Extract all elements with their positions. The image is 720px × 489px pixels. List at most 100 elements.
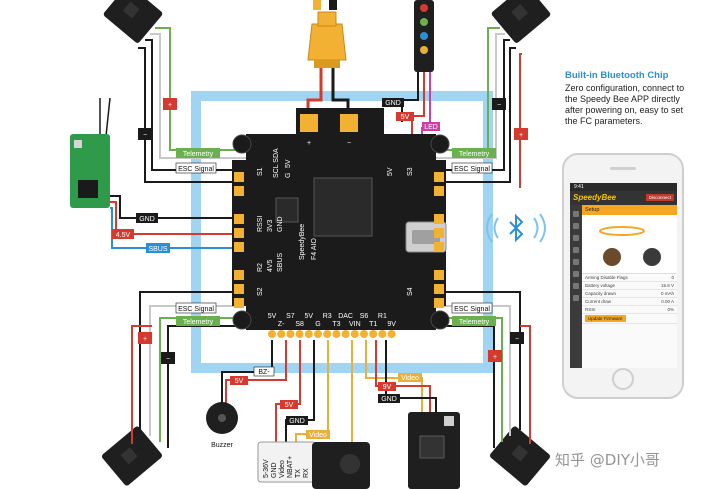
telemetry-label-right: Telemetry [459, 151, 490, 158]
minus-marker-tr [492, 98, 506, 110]
fc-pad-right [434, 214, 444, 224]
fc-pad-left [234, 186, 244, 196]
led-label-top: LED [424, 124, 438, 131]
camera [257, 441, 370, 489]
gnd-label-top: GND [385, 100, 401, 107]
fc-pad-left [234, 242, 244, 252]
frame-inner-outline [203, 103, 481, 361]
fc-header-pin [286, 330, 295, 338]
v5-tag-top [396, 112, 414, 121]
camera-pin-label: 5-36V [263, 459, 270, 478]
fc-header-pin [387, 330, 396, 338]
esc-signal-tag-br [451, 302, 493, 314]
minus-label-tl: − [143, 132, 147, 139]
fc-header-label: DAC [338, 313, 353, 320]
sidebar-icon[interactable] [573, 247, 579, 253]
fc-side-label: RSSI [257, 216, 264, 232]
fc-header-label: R3 [323, 313, 332, 320]
esc-signal-label-left: ESC Signal [178, 166, 214, 173]
telemetry-label-br: Telemetry [459, 319, 490, 326]
minus-marker-bl [161, 352, 175, 364]
attitude-graphic [599, 226, 661, 266]
status-row-key: RSSI [585, 307, 596, 312]
minus-marker-br [510, 332, 524, 344]
fc-header-label: 9V [387, 321, 396, 328]
video-label-vtx: Video [401, 375, 419, 382]
fc-header-pin [323, 330, 332, 338]
fc-header-pin [350, 330, 359, 338]
sidebar-icon[interactable] [573, 223, 579, 229]
phone-mockup: 9:41 SpeedyBee Disconnect Setup Arming D… [562, 153, 684, 399]
v5-tag-cam [280, 400, 298, 409]
fc-pad-left [234, 214, 244, 224]
home-button[interactable] [612, 368, 634, 390]
tab-setup[interactable]: Setup [582, 205, 677, 215]
sidebar-icon[interactable] [573, 211, 579, 217]
fc-side-label: GND [277, 216, 284, 232]
status-row-value: 0 mAh [660, 291, 674, 296]
disconnect-button[interactable]: Disconnect [645, 194, 674, 201]
fc-header-label: G [315, 321, 320, 328]
fc-pad-right [434, 270, 444, 280]
fc-pad-right [434, 284, 444, 294]
receiver-wires [110, 195, 238, 249]
watermark: 知乎 @DIY小哥 [555, 451, 660, 469]
fc-header-pin [295, 330, 304, 338]
esc-top-left [103, 0, 163, 43]
sidebar-icon[interactable] [573, 259, 579, 265]
sbus-label-left: SBUS [148, 246, 167, 253]
esc-signal-tag-left [175, 162, 217, 174]
status-row-key: Battery voltage [585, 283, 616, 288]
camera-pin-label: GND [271, 462, 278, 478]
battery-connector [307, 0, 347, 68]
gnd-label-left: GND [139, 216, 155, 223]
minus-label-bl: − [166, 356, 170, 363]
fc-pad-right [434, 172, 444, 182]
receiver-module [70, 97, 111, 208]
vtx-module [408, 412, 460, 489]
v45-tag-left [112, 229, 134, 239]
fc-header-pin [277, 330, 286, 338]
sidebar-icon[interactable] [573, 235, 579, 241]
phone-app-bar: SpeedyBee Disconnect [570, 191, 677, 205]
fc-header-label: S7 [286, 313, 295, 320]
video-tag-cam [306, 430, 330, 439]
plus-label-br: + [493, 354, 497, 361]
fc-side-label: 3V3 [267, 219, 274, 232]
flight-controller [232, 108, 450, 330]
telemetry-tag-left [176, 148, 220, 158]
esc-bottom-left [101, 426, 163, 486]
buzzer-label: Buzzer [211, 442, 233, 449]
update-firmware-button[interactable]: Update Firmware [585, 315, 626, 322]
fc-pads-right [434, 172, 444, 308]
fc-model: F4 AIO [311, 238, 318, 260]
fc-side-label: S4 [407, 287, 414, 296]
fc-side-label: 4V5 [267, 259, 274, 272]
status-row-key: Arming Disable Flags [585, 275, 628, 280]
plus-label-tl: + [168, 102, 172, 109]
pad-minus-label: − [347, 140, 351, 147]
battery-pad-plus [300, 114, 318, 132]
sidebar-icon[interactable] [573, 271, 579, 277]
plus-marker-br [488, 350, 502, 362]
fc-pads-left [234, 172, 244, 308]
gnd-label-vtx: GND [381, 396, 397, 403]
v9-tag-vtx [378, 382, 396, 391]
phone-screen: 9:41 SpeedyBee Disconnect Setup Arming D… [570, 183, 677, 368]
fc-header-pin [332, 330, 341, 338]
esc-signal-tag-bl [175, 302, 217, 314]
gnd-tag-vtx [378, 394, 400, 403]
phone-sidebar [570, 205, 582, 368]
v5-tag-bz [230, 376, 248, 385]
phone-status-bar: 9:41 [570, 183, 677, 191]
sidebar-icon[interactable] [573, 295, 579, 301]
fc-pad-right [434, 228, 444, 238]
sidebar-icon[interactable] [573, 283, 579, 289]
fc-side-label: G [285, 173, 292, 178]
fc-header-label: 5V [268, 313, 277, 320]
minus-label-tr: − [497, 102, 501, 109]
bluetooth-icon [486, 213, 546, 243]
